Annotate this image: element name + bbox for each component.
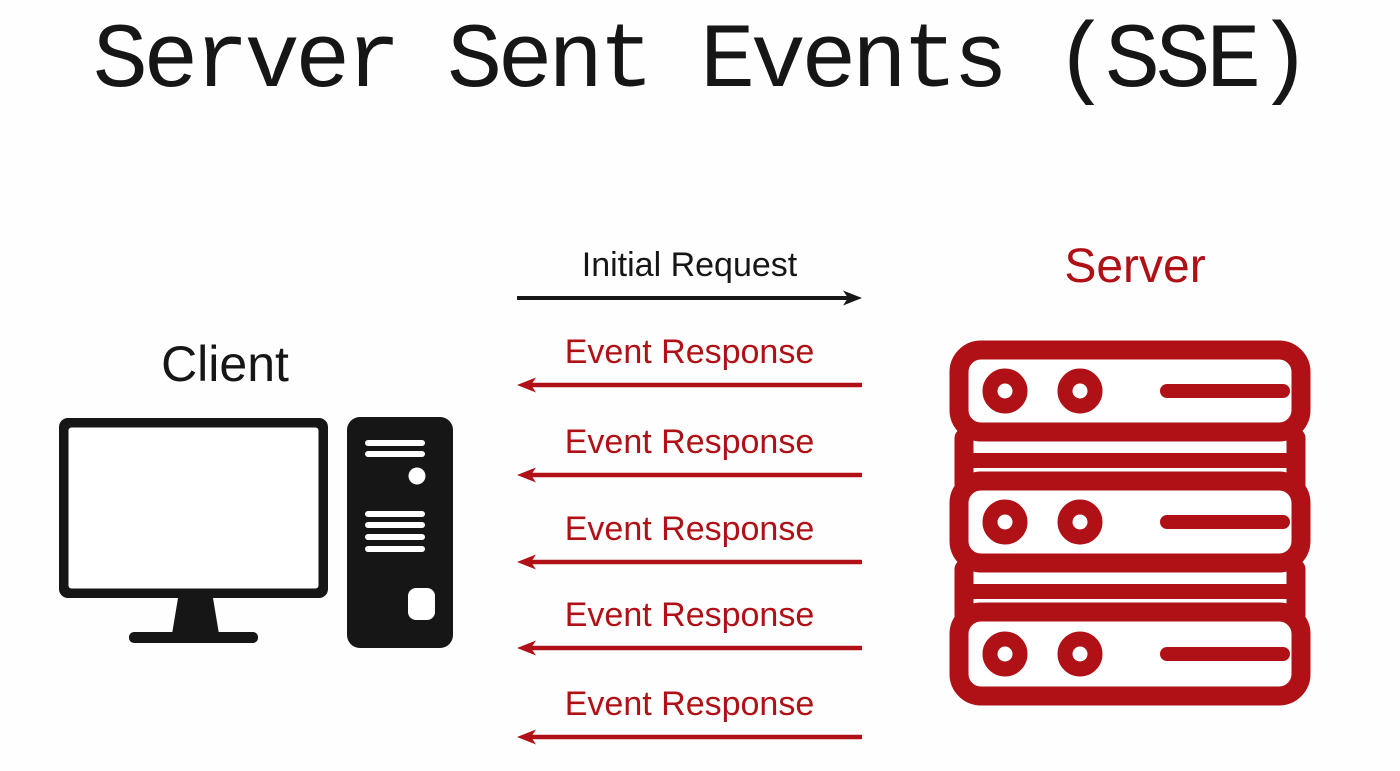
message-initial-request: Initial Request: [517, 245, 862, 308]
server-unit: [949, 471, 1311, 573]
message-label: Event Response: [564, 510, 815, 548]
message-label: Initial Request: [581, 246, 798, 284]
rack-connectors: [954, 428, 1306, 625]
right-arrow-icon: [517, 290, 862, 306]
rack-rails: [965, 453, 1295, 599]
server-unit: [949, 340, 1311, 442]
message-event-response: Event Response: [517, 422, 862, 485]
message-label: Event Response: [564, 423, 815, 461]
message-event-response: Event Response: [517, 684, 862, 747]
message-label: Event Response: [564, 333, 815, 371]
monitor: [59, 418, 328, 643]
server-stack-icon: [949, 340, 1311, 706]
diagram-title: Server Sent Events (SSE): [92, 9, 1312, 114]
message-event-response: Event Response: [517, 509, 862, 572]
left-arrow-icon: [517, 640, 862, 656]
left-arrow-icon: [517, 729, 862, 745]
tower-case: [347, 417, 453, 648]
left-arrow-icon: [517, 377, 862, 393]
desktop-computer-icon: [59, 417, 453, 648]
message-label: Event Response: [564, 596, 815, 634]
message-flow: Initial Request Event Response Event Res…: [517, 0, 862, 771]
message-event-response: Event Response: [517, 332, 862, 395]
message-label: Event Response: [564, 685, 815, 723]
server-unit: [949, 602, 1311, 706]
left-arrow-icon: [517, 554, 862, 570]
left-arrow-icon: [517, 467, 862, 483]
client-label: Client: [161, 336, 289, 392]
message-event-response: Event Response: [517, 595, 862, 658]
server-label: Server: [1064, 240, 1206, 293]
